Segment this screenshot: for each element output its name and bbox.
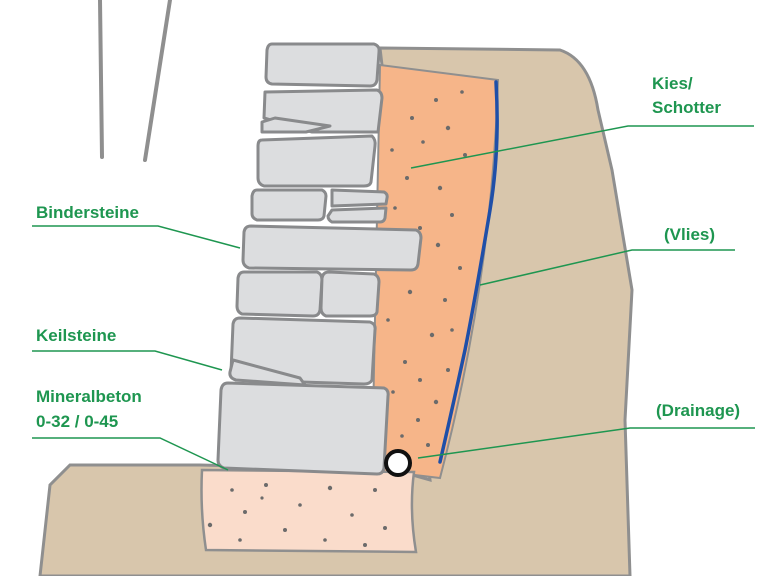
label-kies: Kies/ [652,74,693,93]
stone [235,270,324,318]
posts [98,0,172,162]
stone-wedge [260,116,332,134]
label-mineralbeton-grading: 0-32 / 0-45 [36,412,119,431]
leader-vlies [479,249,735,286]
leader-keilsteine [32,350,223,371]
stone [250,188,328,222]
stone [229,316,377,386]
stone [216,381,390,476]
label-bindersteine: Bindersteine [36,203,139,222]
label-vlies: (Vlies) [664,225,716,244]
binder-stone [241,224,423,272]
stone [256,134,377,188]
gravel-dots [386,90,467,447]
foundation-dots [207,483,387,547]
stone [326,206,388,224]
leader-lines [32,125,755,471]
label-schotter: Schotter [652,98,721,117]
stone [330,188,389,208]
leader-kies [410,125,754,169]
mineral-concrete-foundation [200,468,418,554]
label-drainage: (Drainage) [656,401,741,420]
label-mineralbeton: Mineralbeton [36,387,142,406]
leader-bindersteine [32,225,241,249]
leader-mineralbeton [32,437,229,471]
fleece-line [438,80,499,464]
drainage-pipe [384,449,412,477]
wall-stones [216,42,423,476]
stone [319,270,381,318]
leader-drainage [417,427,755,459]
stone [264,42,381,88]
label-keilsteine: Keilsteine [36,326,117,345]
